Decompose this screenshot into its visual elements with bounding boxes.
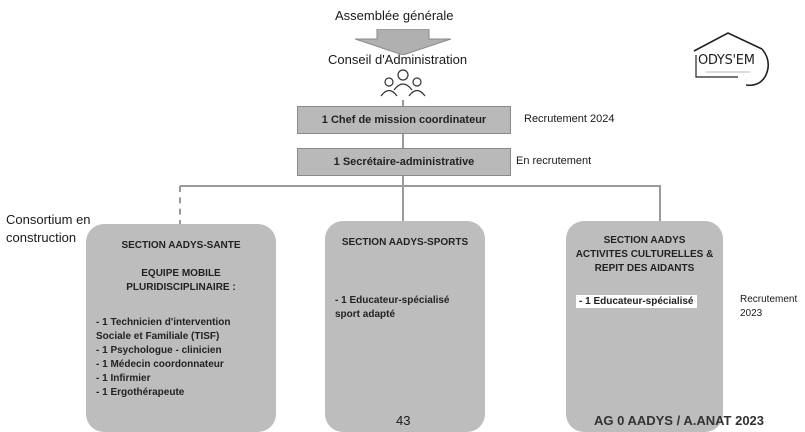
- section-sports: SECTION AADYS-SPORTS - 1 Educateur-spéci…: [325, 221, 485, 432]
- coordinator-box: 1 Chef de mission coordinateur: [297, 106, 511, 134]
- connector-main-vertical: [402, 100, 404, 280]
- connector-right: [659, 185, 661, 223]
- assembly-label: Assemblée générale: [335, 8, 454, 23]
- down-arrow-shape: [355, 29, 451, 55]
- secretary-label: 1 Secrétaire-administrative: [333, 156, 475, 168]
- footer-ref: AG 0 AADYS / A.ANAT 2023: [594, 413, 765, 428]
- consortium-label-2: construction: [6, 230, 77, 245]
- sports-item-2: sport adapté: [335, 309, 396, 320]
- culture-note-1: Recrutement: [740, 294, 798, 305]
- odysem-logo: ODYS'EM: [688, 25, 774, 95]
- page-number: 43: [396, 413, 411, 428]
- culture-title-2: ACTIVITES CULTURELLES &: [575, 249, 714, 260]
- list-item: Sociale et Familiale (TISF): [96, 331, 220, 342]
- list-item: - 1 Médecin coordonnateur: [96, 359, 224, 370]
- consortium-label-1: Consortium en: [6, 212, 91, 227]
- culture-item: - 1 Educateur-spécialisé: [576, 295, 697, 308]
- connector-horizontal: [180, 185, 660, 187]
- sports-title: SECTION AADYS-SPORTS: [341, 237, 469, 248]
- logo-text: ODYS'EM: [698, 53, 755, 68]
- connector-dashed: [179, 186, 181, 226]
- list-item: - 1 Ergothérapeute: [96, 387, 185, 398]
- section-sante: SECTION AADYS-SANTE EQUIPE MOBILE PLURID…: [86, 224, 276, 432]
- council-label: Conseil d'Administration: [328, 52, 468, 67]
- secretary-note: En recrutement: [516, 155, 592, 167]
- culture-title-3: REPIT DES AIDANTS: [594, 263, 695, 274]
- logo-frame: [693, 32, 770, 87]
- sante-subtitle-2: PLURIDISCIPLINAIRE :: [126, 282, 236, 293]
- section-culture: SECTION AADYS ACTIVITES CULTURELLES & RE…: [566, 221, 723, 432]
- culture-title-1: SECTION AADYS: [603, 235, 686, 246]
- culture-note-2: 2023: [740, 308, 763, 319]
- secretary-box: 1 Secrétaire-administrative: [297, 148, 511, 176]
- coordinator-label: 1 Chef de mission coordinateur: [321, 114, 487, 126]
- coordinator-note: Recrutement 2024: [524, 113, 615, 125]
- list-item: - 1 Technicien d'intervention: [96, 317, 231, 328]
- sports-item-1: - 1 Educateur-spécialisé: [335, 295, 450, 306]
- sante-title: SECTION AADYS-SANTE: [121, 240, 241, 251]
- people-icon: [380, 69, 426, 97]
- sante-subtitle-1: EQUIPE MOBILE: [141, 268, 221, 279]
- sante-staff-list: - 1 Technicien d'intervention Sociale et…: [96, 316, 230, 400]
- list-item: - 1 Psychologue - clinicien: [96, 345, 222, 356]
- list-item: - 1 Infirmier: [96, 373, 151, 384]
